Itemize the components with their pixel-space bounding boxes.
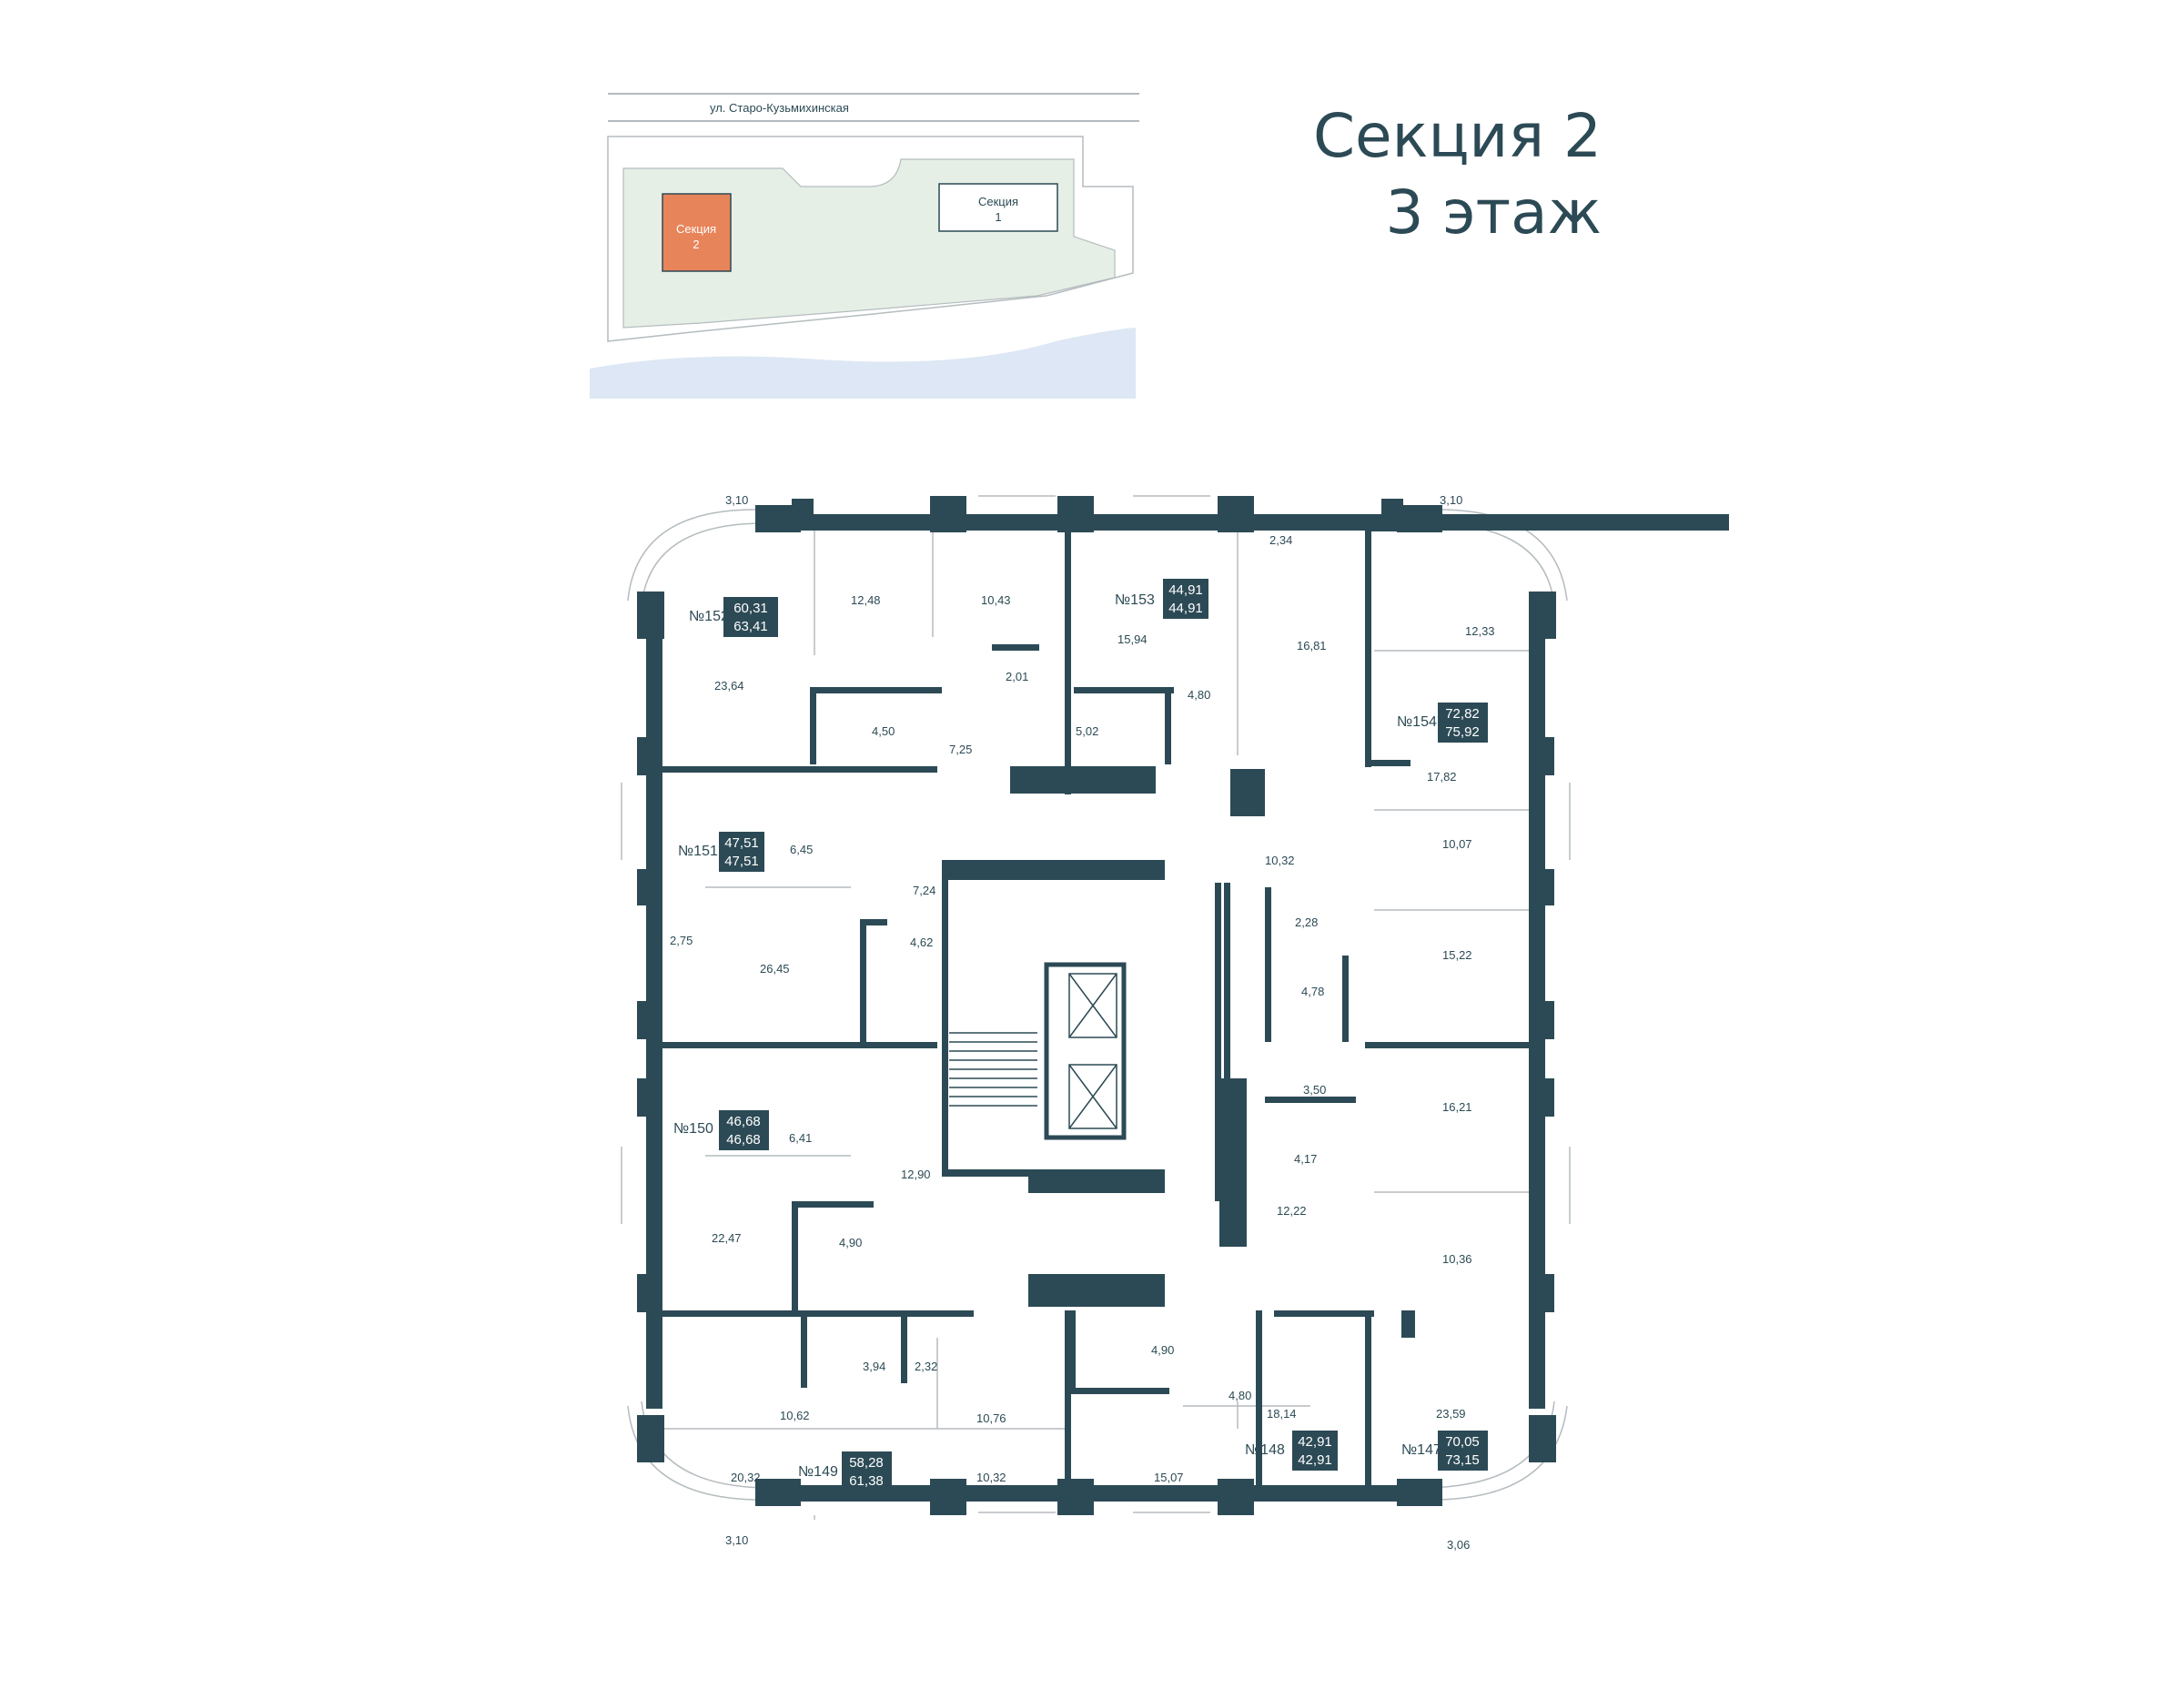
apt-150-number: №150 xyxy=(673,1121,713,1137)
floor-title: 3 этаж xyxy=(1385,177,1602,248)
apt-153-badge[interactable] xyxy=(1163,579,1208,619)
room-area: 18,14 xyxy=(1267,1407,1297,1421)
svg-text:Секция: Секция xyxy=(978,195,1018,208)
svg-text:44,91: 44,91 xyxy=(1168,582,1203,598)
page-title: Секция 2 3 этаж xyxy=(1238,98,1602,251)
svg-text:2: 2 xyxy=(693,238,699,251)
apt-147-number: №147 xyxy=(1401,1442,1441,1458)
room-area: 16,81 xyxy=(1297,639,1327,652)
apt-152-badge[interactable] xyxy=(723,597,778,637)
svg-text:63,41: 63,41 xyxy=(733,619,768,634)
room-area: 4,90 xyxy=(839,1236,862,1249)
room-area: 2,28 xyxy=(1295,915,1318,929)
room-area-labels: 3,10 3,10 3,10 3,06 12,48 10,43 2,34 16,… xyxy=(670,493,1495,1552)
room-area: 12,90 xyxy=(901,1168,931,1181)
room-area: 4,90 xyxy=(1151,1343,1174,1357)
room-area: 3,10 xyxy=(1440,493,1462,507)
apt-148-badge[interactable] xyxy=(1292,1431,1338,1471)
street-label: ул. Старо-Кузьмихинская xyxy=(710,101,849,115)
floor-plan: №152 60,31 63,41 №153 44,91 44,91 №154 7… xyxy=(621,493,1729,1552)
svg-text:47,51: 47,51 xyxy=(724,835,759,851)
room-area: 16,21 xyxy=(1442,1100,1472,1114)
room-area: 6,45 xyxy=(790,843,813,856)
apt-154-badge[interactable] xyxy=(1438,703,1488,743)
room-area: 3,10 xyxy=(725,1533,748,1547)
room-area: 3,50 xyxy=(1303,1083,1326,1097)
section-2-block[interactable] xyxy=(662,193,732,272)
room-area: 10,32 xyxy=(976,1471,1006,1484)
room-area: 23,59 xyxy=(1436,1407,1466,1421)
apt-147-badge[interactable] xyxy=(1438,1431,1488,1471)
apt-153-number: №153 xyxy=(1115,592,1155,608)
room-area: 10,36 xyxy=(1442,1252,1472,1266)
room-area: 4,17 xyxy=(1294,1152,1317,1166)
room-area: 2,75 xyxy=(670,934,693,947)
room-area: 3,10 xyxy=(725,493,748,507)
room-area: 10,62 xyxy=(780,1409,810,1422)
svg-text:75,92: 75,92 xyxy=(1445,724,1480,740)
apt-150-badge[interactable] xyxy=(719,1110,769,1150)
room-area: 4,62 xyxy=(910,935,933,949)
section-title: Секция 2 xyxy=(1312,101,1602,171)
room-area: 12,22 xyxy=(1277,1204,1307,1218)
room-area: 7,25 xyxy=(949,743,972,756)
stairs-elevators xyxy=(949,973,1117,1129)
room-area: 15,22 xyxy=(1442,948,1472,962)
room-area: 22,47 xyxy=(712,1231,742,1245)
svg-text:72,82: 72,82 xyxy=(1445,706,1480,722)
room-area: 4,80 xyxy=(1228,1389,1251,1402)
apt-148-number: №148 xyxy=(1245,1442,1285,1458)
room-area: 10,07 xyxy=(1442,837,1472,851)
room-area: 2,34 xyxy=(1269,533,1292,547)
svg-text:46,68: 46,68 xyxy=(726,1132,761,1148)
svg-text:61,38: 61,38 xyxy=(849,1473,884,1489)
apt-149-badge[interactable] xyxy=(842,1451,892,1492)
apt-154-number: №154 xyxy=(1397,714,1437,730)
apt-152-number: №152 xyxy=(689,609,729,624)
svg-text:73,15: 73,15 xyxy=(1445,1452,1480,1468)
room-area: 4,50 xyxy=(872,724,895,738)
room-area: 17,82 xyxy=(1427,770,1457,784)
room-area: 12,48 xyxy=(851,593,881,607)
room-area: 10,76 xyxy=(976,1411,1006,1425)
section-1-block[interactable] xyxy=(938,183,1058,232)
svg-text:42,91: 42,91 xyxy=(1298,1452,1332,1468)
apt-149-number: №149 xyxy=(798,1464,838,1480)
room-area: 4,78 xyxy=(1301,985,1324,998)
room-area: 10,32 xyxy=(1265,854,1295,867)
apt-151-badge[interactable] xyxy=(719,832,764,872)
svg-text:60,31: 60,31 xyxy=(733,601,768,616)
apartment-labels: №152 60,31 63,41 №153 44,91 44,91 №154 7… xyxy=(673,579,1488,1492)
svg-text:58,28: 58,28 xyxy=(849,1455,884,1471)
room-area: 2,01 xyxy=(1006,670,1028,683)
room-area: 3,94 xyxy=(863,1360,885,1373)
svg-text:1: 1 xyxy=(995,210,1001,224)
room-area: 15,94 xyxy=(1117,632,1148,646)
svg-text:42,91: 42,91 xyxy=(1298,1434,1332,1450)
room-area: 3,06 xyxy=(1447,1538,1470,1552)
room-area: 2,32 xyxy=(915,1360,937,1373)
room-area: 5,02 xyxy=(1076,724,1098,738)
svg-text:70,05: 70,05 xyxy=(1445,1434,1480,1450)
room-area: 4,80 xyxy=(1188,688,1210,702)
apt-151-number: №151 xyxy=(678,844,718,859)
room-area: 6,41 xyxy=(789,1131,812,1145)
svg-text:44,91: 44,91 xyxy=(1168,601,1203,616)
site-map: ул. Старо-Кузьмихинская Секция 2 Секция … xyxy=(590,93,1139,399)
room-area: 7,24 xyxy=(913,884,935,897)
svg-text:Секция: Секция xyxy=(676,222,716,236)
room-area: 12,33 xyxy=(1465,624,1495,638)
room-area: 26,45 xyxy=(760,962,790,976)
room-area: 15,07 xyxy=(1154,1471,1184,1484)
room-area: 20,32 xyxy=(731,1471,761,1484)
svg-text:47,51: 47,51 xyxy=(724,854,759,869)
room-area: 23,64 xyxy=(714,679,744,693)
room-area: 10,43 xyxy=(981,593,1011,607)
svg-text:46,68: 46,68 xyxy=(726,1114,761,1129)
walls xyxy=(637,496,1729,1515)
